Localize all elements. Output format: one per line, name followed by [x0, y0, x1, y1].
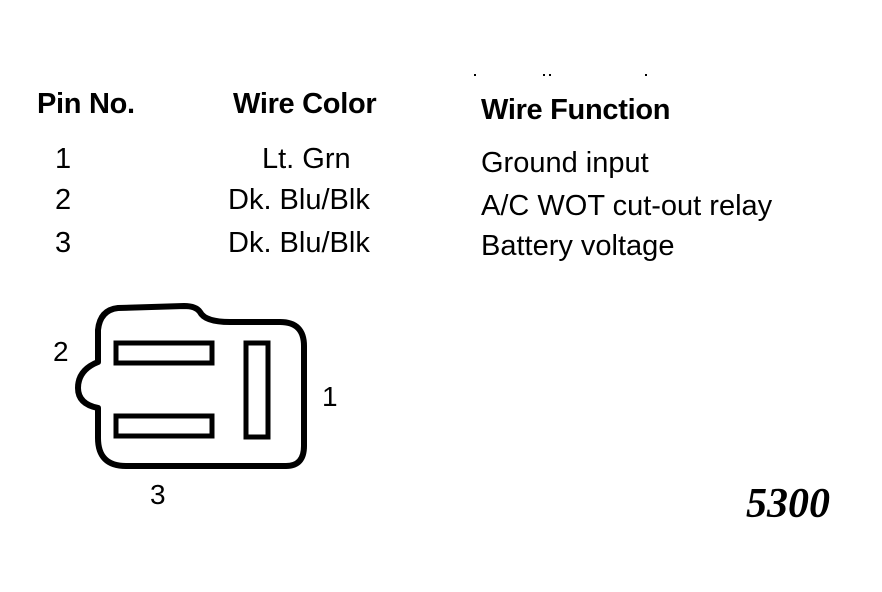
- terminal-pin-3: [113, 413, 215, 439]
- row1-color: Lt. Grn: [262, 143, 351, 175]
- row3-color: Dk. Blu/Blk: [228, 227, 370, 259]
- terminal-pin-1: [243, 340, 271, 440]
- row2-function: A/C WOT cut-out relay: [481, 190, 773, 222]
- scan-speck: [543, 74, 545, 76]
- terminal-pin-2: [113, 340, 215, 366]
- row2-color: Dk. Blu/Blk: [228, 184, 370, 216]
- pin-label-1: 1: [322, 381, 338, 412]
- header-wire-function: Wire Function: [481, 94, 671, 126]
- row3-function: Battery voltage: [481, 230, 675, 262]
- row2-pin: 2: [55, 184, 72, 216]
- header-pin-no: Pin No.: [37, 88, 135, 120]
- figure-number: 5300: [746, 481, 830, 527]
- connector-housing: [75, 303, 307, 469]
- header-wire-color: Wire Color: [233, 88, 377, 120]
- row1-pin: 1: [55, 143, 72, 175]
- pin-label-3: 3: [150, 479, 166, 510]
- row1-function: Ground input: [481, 147, 649, 179]
- scan-speck: [645, 74, 647, 76]
- pin-label-2: 2: [53, 336, 69, 367]
- scan-speck: [549, 74, 551, 76]
- scan-speck: [474, 74, 476, 76]
- row3-pin: 3: [55, 227, 72, 259]
